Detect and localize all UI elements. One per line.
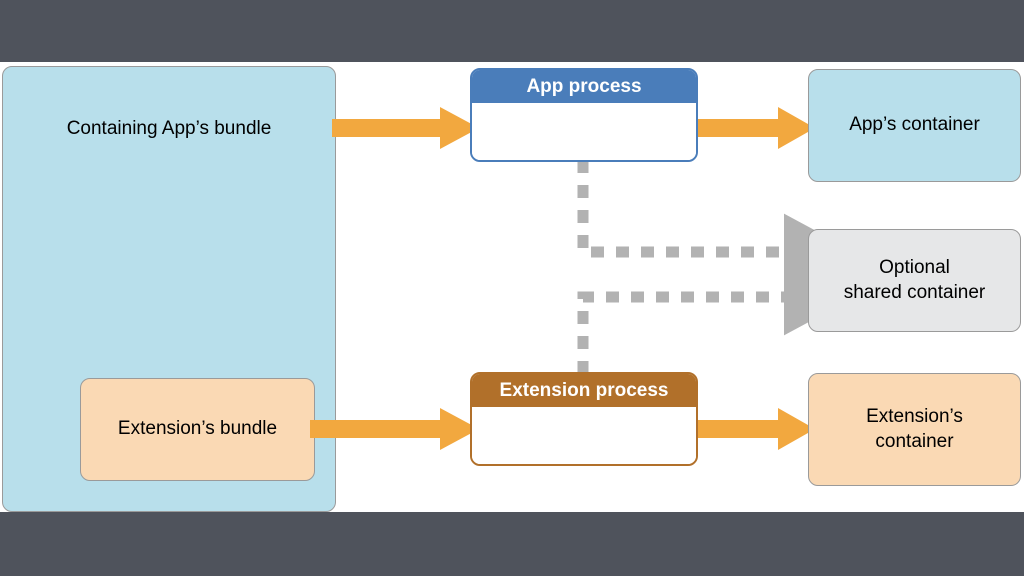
app-process-label: App process bbox=[526, 75, 642, 97]
letterbox-bar-top bbox=[0, 0, 1024, 62]
optional-shared-container-box[interactable]: Optional shared container bbox=[808, 229, 1021, 332]
extension-bundle-label: Extension’s bundle bbox=[117, 418, 278, 440]
optional-shared-container-label: Optional shared container bbox=[843, 257, 986, 303]
containing-app-bundle-label: Containing App’s bundle bbox=[66, 118, 272, 139]
arrow-app-process-to-app-container bbox=[696, 107, 815, 149]
extension-container-label: Extension’s container bbox=[866, 406, 963, 452]
app-container-label: App’s container bbox=[849, 114, 980, 136]
extension-container-box[interactable]: Extension’s container bbox=[808, 373, 1021, 486]
edge-extension-process-to-shared-container bbox=[577, 258, 856, 374]
extension-process-label: Extension process bbox=[499, 379, 669, 401]
arrow-extension-process-to-extension-container bbox=[696, 408, 815, 450]
arrow-containing-bundle-to-app-process bbox=[332, 107, 479, 149]
extension-bundle-box[interactable]: Extension’s bundle bbox=[80, 378, 315, 481]
arrow-extension-bundle-to-extension-process bbox=[310, 408, 479, 450]
extension-process-box[interactable]: Extension process bbox=[470, 372, 698, 466]
app-process-box[interactable]: App process bbox=[470, 68, 698, 162]
app-container-box[interactable]: App’s container bbox=[808, 69, 1021, 182]
app-process-header: App process bbox=[472, 70, 696, 103]
letterbox-bar-bottom bbox=[0, 512, 1024, 576]
app-process-body bbox=[472, 103, 696, 160]
edge-app-process-to-shared-container bbox=[577, 160, 856, 291]
diagram-canvas: Containing App’s bundle Extension’s bund… bbox=[0, 62, 1024, 512]
extension-process-body bbox=[472, 407, 696, 464]
extension-process-header: Extension process bbox=[472, 374, 696, 407]
